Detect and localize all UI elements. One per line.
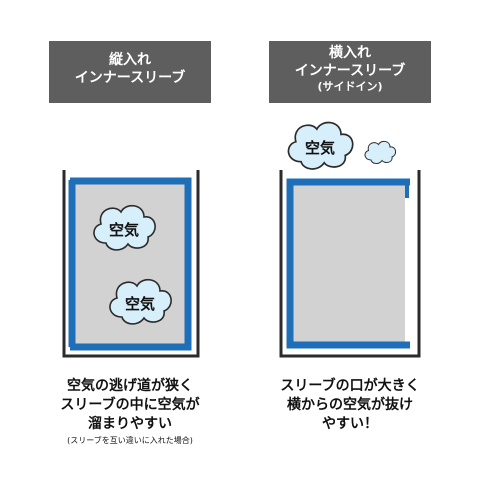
left-cloud-1-label: 空気 xyxy=(109,221,139,239)
left-jacket xyxy=(62,170,200,358)
left-caption: 空気の逃げ道が狭く スリーブの中に空気が 溜まりやすい (スリーブを互い違いに入… xyxy=(40,377,220,447)
left-outer-frame xyxy=(62,170,200,358)
left-caption-line-1: 空気の逃げ道が狭く xyxy=(67,378,193,394)
left-sleeve-outer xyxy=(70,177,192,351)
right-caption: スリーブの口が大きく 横からの空気が抜け やすい！ xyxy=(260,377,440,434)
right-jacket xyxy=(279,170,421,358)
left-header-line-2: インナースリーブ xyxy=(74,70,186,86)
left-cloud-2-label: 空気 xyxy=(125,295,155,313)
left-caption-line-3: 溜まりやすい xyxy=(88,416,172,432)
left-caption-line-2: スリーブの中に空気が xyxy=(60,397,200,413)
right-header: 横入れ インナースリーブ (サイドイン) xyxy=(269,41,431,103)
right-header-line-2: インナースリーブ xyxy=(294,63,406,79)
right-cloud-label: 空気 xyxy=(305,139,335,157)
left-header: 縦入れ インナースリーブ xyxy=(49,41,211,103)
right-caption-line-2: 横からの空気が抜け xyxy=(287,397,413,413)
left-header-line-1: 縦入れ xyxy=(109,52,151,68)
right-caption-line-1: スリーブの口が大きく xyxy=(280,378,420,394)
left-caption-note: (スリーブを互い違いに入れた場合) xyxy=(67,436,193,445)
right-cloud-small xyxy=(364,140,397,164)
right-outer-frame xyxy=(279,170,421,358)
right-header-line-1: 横入れ xyxy=(329,45,371,61)
right-caption-line-3: やすい！ xyxy=(322,416,378,432)
right-sleeve xyxy=(286,178,410,349)
right-header-sub: (サイドイン) xyxy=(317,80,383,93)
right-record xyxy=(292,184,405,346)
